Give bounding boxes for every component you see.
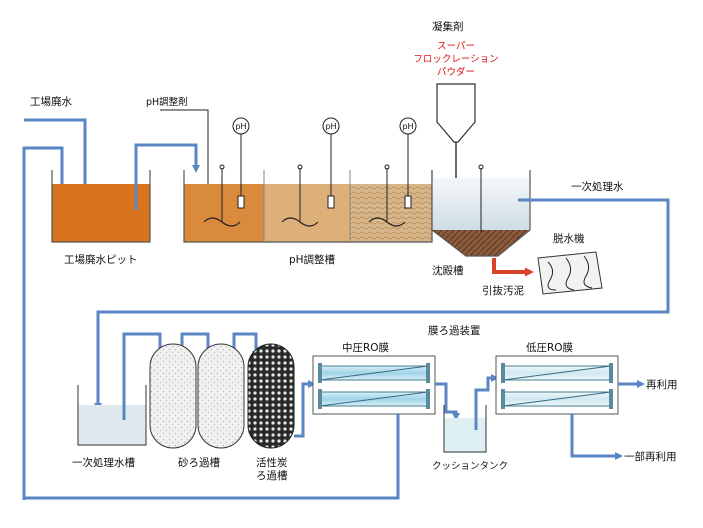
carbon-filter bbox=[247, 343, 295, 449]
to-mid-ro-flow bbox=[294, 380, 316, 438]
pit-label: 工場廃水ピット bbox=[64, 253, 138, 266]
primary-water-flow bbox=[94, 198, 670, 411]
to-cushion-flow bbox=[435, 382, 460, 421]
ph-sensor-3: pH bbox=[399, 117, 417, 209]
partial-reuse-label: 一部再利用 bbox=[624, 450, 677, 463]
sedimentation-label: 沈殿槽 bbox=[432, 264, 464, 277]
partial-reuse-flow bbox=[570, 414, 623, 460]
carbon-filter-label-1: 活性炭 bbox=[256, 456, 288, 469]
svg-text:pH: pH bbox=[325, 122, 336, 131]
pit-to-ph-flow bbox=[134, 143, 200, 210]
ph-chamber-1 bbox=[184, 184, 264, 242]
mixer-1 bbox=[203, 164, 241, 227]
cushion-tank-label: クッションタンク bbox=[432, 461, 508, 472]
ph-sensor-1: pH bbox=[232, 117, 250, 209]
coagulant-note-line-2: フロックレーション bbox=[413, 54, 498, 65]
mixer-3 bbox=[368, 164, 406, 227]
primary-water-tank bbox=[77, 385, 147, 446]
sand-filter-1 bbox=[149, 343, 197, 449]
mid-ro-label: 中圧RO膜 bbox=[342, 341, 390, 354]
svg-text:pH: pH bbox=[402, 122, 413, 131]
wastewater-pit bbox=[51, 170, 151, 243]
primary-water-label: 一次処理水 bbox=[571, 180, 624, 193]
carbon-filter-label-2: ろ過槽 bbox=[256, 470, 288, 482]
sand-filter-label: 砂ろ過槽 bbox=[178, 456, 220, 469]
low-ro-label: 低圧RO膜 bbox=[526, 341, 574, 354]
sludge-label: 引抜汚泥 bbox=[482, 284, 524, 297]
ph-tank-label: pH調整槽 bbox=[289, 253, 336, 266]
cushion-tank bbox=[443, 405, 487, 453]
ph-chamber-3 bbox=[350, 184, 432, 242]
coagulant-label: 凝集剤 bbox=[432, 20, 464, 33]
ph-agent-feed bbox=[160, 109, 212, 192]
wastewater-label: 工場廃水 bbox=[30, 95, 72, 108]
ph-adjustment-tank bbox=[183, 170, 433, 243]
to-sand-filter-flow bbox=[122, 332, 164, 420]
ph-chamber-2 bbox=[264, 184, 350, 242]
reuse-label: 再利用 bbox=[646, 379, 678, 391]
return-flow bbox=[22, 146, 66, 500]
mid-ro-membrane bbox=[312, 355, 436, 415]
coagulant-note-line-3: パウダー bbox=[437, 66, 475, 78]
sand-filter-2 bbox=[197, 343, 245, 449]
dewatering-machine bbox=[537, 251, 603, 295]
membrane-system-label: 膜ろ過装置 bbox=[428, 324, 481, 337]
to-low-ro-flow bbox=[474, 374, 499, 430]
svg-text:pH: pH bbox=[235, 122, 246, 131]
coagulant-note-line-1: スーパー bbox=[437, 41, 475, 52]
sedimentation-tank bbox=[431, 164, 531, 257]
low-ro-membrane bbox=[495, 355, 619, 415]
ph-sensor-2: pH bbox=[322, 117, 340, 209]
primary-tank-label: 一次処理水槽 bbox=[72, 456, 135, 469]
ph-agent-label: pH調整剤 bbox=[146, 96, 188, 108]
dewatering-label: 脱水機 bbox=[553, 232, 585, 245]
coagulant-hopper bbox=[436, 83, 476, 190]
inlet-flow bbox=[24, 118, 89, 213]
mixer-2 bbox=[281, 164, 319, 227]
mid-ro-return-flow bbox=[24, 414, 400, 500]
sludge-flow bbox=[492, 258, 534, 277]
